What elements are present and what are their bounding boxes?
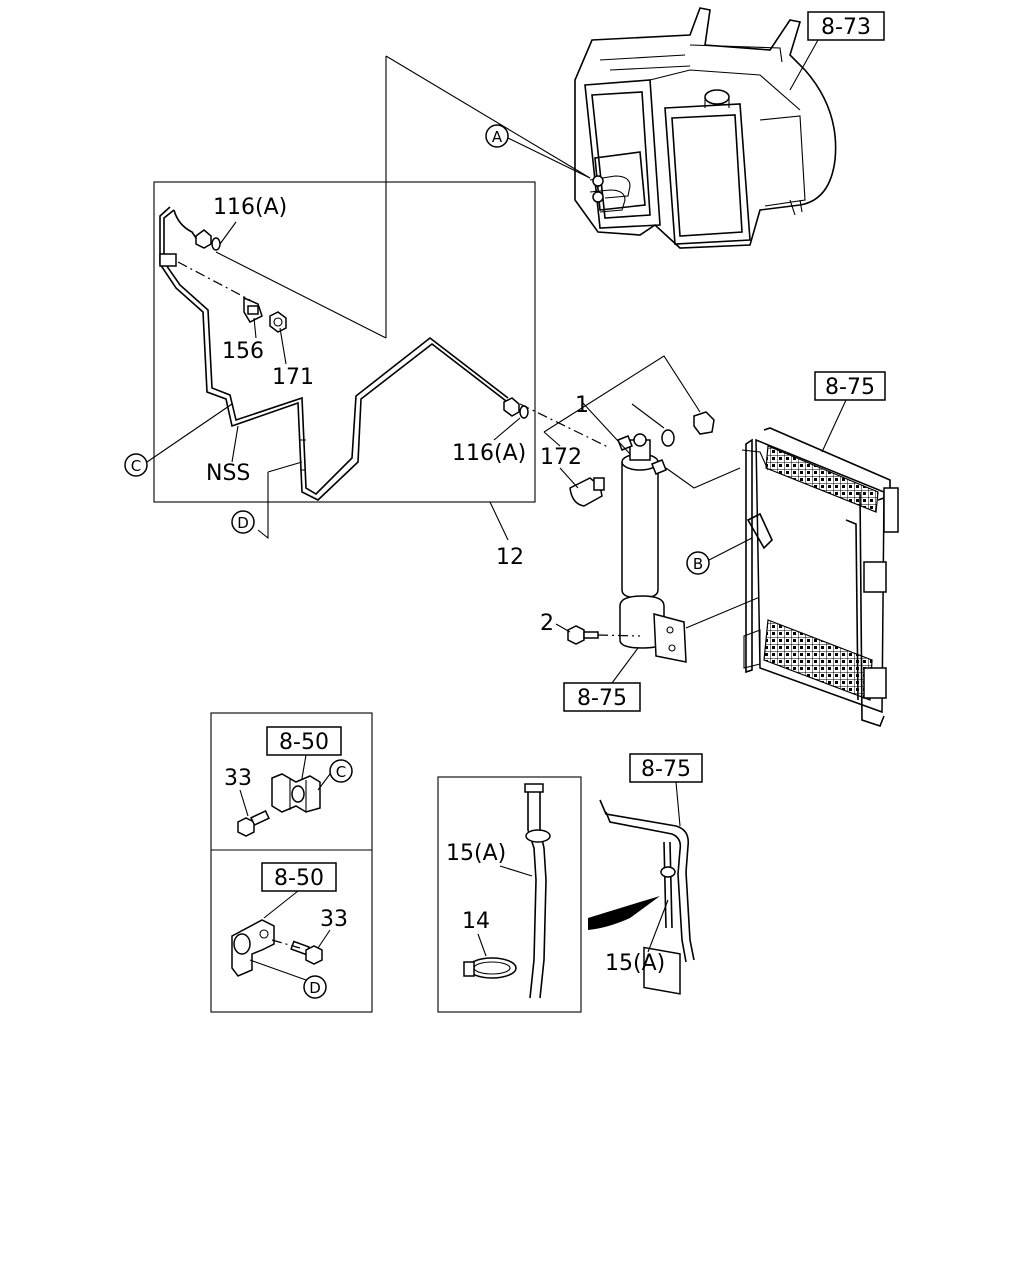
label-12: 12: [496, 545, 524, 570]
label-15a-right: 15(A): [605, 951, 665, 976]
nut-171-icon: [269, 311, 287, 333]
reference-box-8-50-top[interactable]: 8-50: [266, 726, 342, 756]
callout-c-main[interactable]: C: [124, 453, 148, 477]
label-33-top: 33: [224, 766, 252, 791]
callout-d-main-letter: D: [237, 514, 249, 532]
reference-8-75-hose-label: 8-75: [641, 757, 691, 782]
bolt-33-top-icon: [237, 809, 270, 837]
evaporator-unit-icon: [574, 7, 837, 249]
reference-box-8-75-bracket[interactable]: 8-75: [563, 682, 641, 712]
callout-d-detail[interactable]: D: [303, 975, 327, 999]
callout-c-detail-letter: C: [336, 763, 346, 781]
callout-d-detail-letter: D: [309, 979, 321, 997]
label-171: 171: [272, 365, 314, 390]
hose-clamp-14-icon: [463, 957, 517, 979]
reference-box-8-75-hose[interactable]: 8-75: [629, 753, 703, 783]
callout-a-letter: A: [492, 128, 503, 146]
callout-d-main[interactable]: D: [231, 510, 255, 534]
fitting-156-icon: [243, 296, 263, 323]
callout-b-letter: B: [693, 555, 703, 573]
bolt-33-bottom-icon: [290, 940, 323, 965]
label-116a-right: 116(A): [452, 441, 526, 466]
hose-15a-icon: [524, 783, 551, 999]
label-nss: NSS: [206, 461, 250, 486]
label-1: 1: [575, 393, 589, 418]
label-15a-left: 15(A): [446, 841, 506, 866]
label-116a-top: 116(A): [213, 195, 287, 220]
receiver-drier-icon: [617, 433, 687, 663]
pipe-assembly-box: [153, 181, 536, 503]
callout-b[interactable]: B: [686, 551, 710, 575]
reference-box-8-75-condenser[interactable]: 8-75: [814, 371, 886, 401]
label-2: 2: [540, 611, 554, 636]
hose-assembly-icon: [599, 799, 695, 995]
reference-box-8-50-bottom[interactable]: 8-50: [261, 862, 337, 892]
reference-8-50-top-label: 8-50: [279, 730, 329, 755]
label-156: 156: [222, 339, 264, 364]
callout-c-main-letter: C: [131, 457, 141, 475]
callout-c-detail[interactable]: C: [329, 759, 353, 783]
reference-8-73-label: 8-73: [821, 15, 871, 40]
condenser-icon: [741, 427, 899, 727]
pipe-clamp-icon: [271, 773, 321, 813]
pressure-switch-172-icon: [569, 477, 605, 507]
plug-icon: [693, 411, 715, 435]
reference-box-8-73[interactable]: 8-73: [807, 11, 885, 41]
pipe-clamp-icon-bottom: [231, 919, 275, 977]
label-14: 14: [462, 909, 490, 934]
reference-8-75-condenser-label: 8-75: [825, 375, 875, 400]
arrow-icon: [588, 896, 660, 930]
bolt-2-icon: [567, 625, 599, 645]
callout-a[interactable]: A: [485, 124, 509, 148]
label-33-bottom: 33: [320, 907, 348, 932]
label-172: 172: [540, 445, 582, 470]
reference-8-50-bottom-label: 8-50: [274, 866, 324, 891]
refrigerant-pipe-icon: [159, 206, 511, 501]
o-ring-icon: [195, 229, 221, 251]
reference-8-75-bracket-label: 8-75: [577, 686, 627, 711]
